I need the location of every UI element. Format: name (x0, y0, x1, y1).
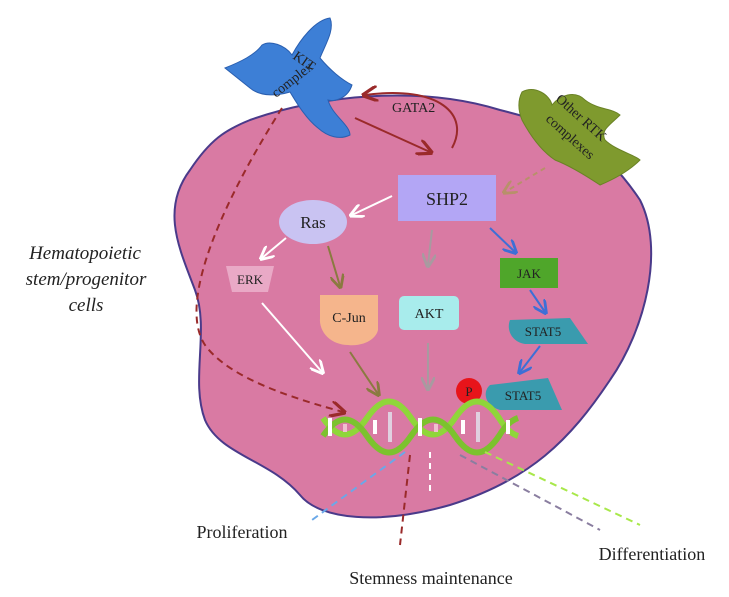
shp2-to-ras-arrow (352, 195, 393, 215)
cjun-label: C-Jun (332, 311, 365, 326)
dna-helix (320, 398, 520, 456)
dna-strand-1 (320, 398, 520, 439)
jak-to-stat5-arrow (529, 289, 545, 312)
proliferation-line (311, 451, 406, 521)
other-rtk-shape (518, 89, 641, 186)
kit-to-shp2-arrow (354, 117, 430, 152)
stat5-phospho-node (485, 378, 562, 410)
kit-complex: KIT complex (224, 17, 353, 138)
akt-node (399, 296, 459, 330)
shp2-to-akt-arrow (428, 229, 432, 265)
gata2-loop-arrow (365, 93, 458, 149)
jak-label: JAK (517, 266, 541, 281)
ras-to-cjun-arrow (327, 245, 340, 286)
rtk-to-shp2-dashed-arrow (505, 167, 546, 192)
jak-node (500, 258, 558, 288)
cell-label-line3: cells (69, 295, 104, 316)
phosphate-circle (456, 378, 482, 404)
ras-label: Ras (300, 213, 326, 232)
stat5-label: STAT5 (525, 324, 562, 339)
stemness-label: Stemness maintenance (349, 568, 512, 588)
erk-node (226, 266, 274, 292)
erk-to-dna-arrow (261, 302, 322, 372)
ras-to-erk-arrow (262, 237, 287, 258)
proliferation-label: Proliferation (197, 522, 288, 542)
differentiation-line-green (484, 451, 641, 526)
differentiation-label: Differentiation (599, 544, 706, 564)
cell-label-line2: stem/progenitor (26, 269, 147, 290)
shp2-to-jak-arrow (489, 227, 515, 252)
differentiation-line-grey (459, 454, 601, 531)
shp2-node (398, 175, 496, 221)
shp2-label: SHP2 (426, 189, 468, 209)
kit-receptor-shape (224, 17, 353, 138)
akt-label: AKT (415, 307, 444, 322)
dna-strand-2 (320, 415, 520, 456)
stat5-phospho-label: STAT5 (505, 388, 542, 403)
other-rtk-complex: Other RTK complexes (518, 89, 641, 186)
ras-node (279, 200, 347, 244)
cjun-to-dna-arrow (349, 351, 378, 394)
erk-label: ERK (237, 272, 264, 287)
phosphate-label: P (465, 384, 472, 399)
cjun-node (319, 295, 378, 346)
cell-label-line1: Hematopoietic (28, 243, 141, 264)
stemness-line-red (399, 454, 411, 546)
stat5-node (508, 318, 588, 344)
stat5-to-pstat5-arrow (520, 345, 541, 372)
gata2-label: GATA2 (392, 101, 435, 116)
